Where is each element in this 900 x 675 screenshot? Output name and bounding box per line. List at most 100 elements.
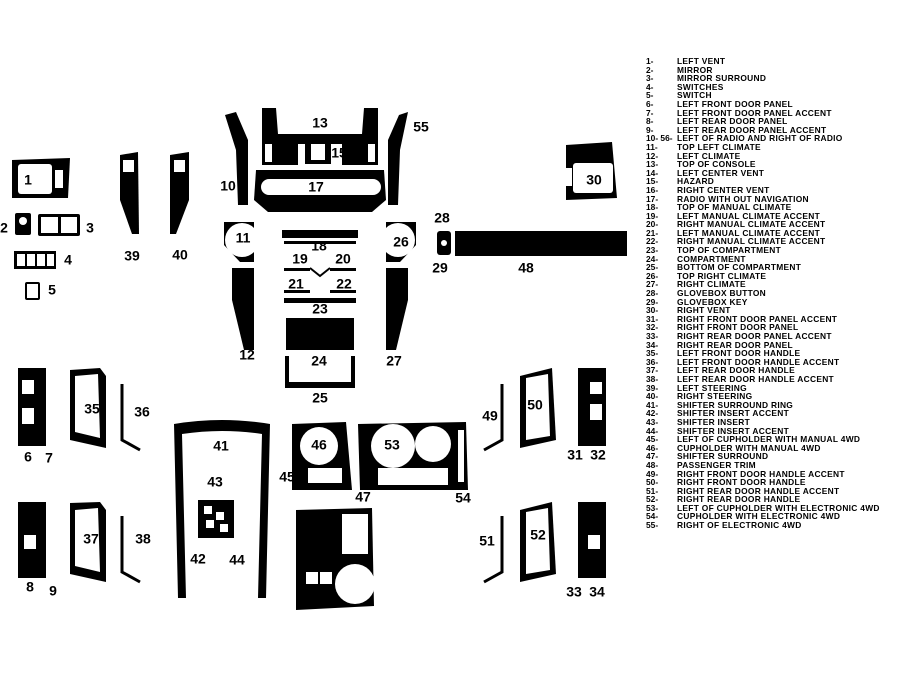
legend-item: 7-LEFT FRONT DOOR PANEL ACCENT — [646, 107, 900, 118]
legend-description: LEFT CENTER VENT — [677, 167, 765, 178]
legend-item: 25-BOTTOM OF COMPARTMENT — [646, 263, 900, 272]
legend-item: 49- RIGHT FRONT DOOR HANDLE ACCENT — [646, 468, 900, 479]
legend-number: 49- — [646, 468, 659, 479]
legend-number: 35- — [646, 348, 659, 359]
legend-number: 18- — [646, 202, 659, 213]
legend-description: GLOVEBOX KEY — [677, 296, 748, 307]
callout-35: 35 — [84, 401, 100, 417]
legend-item: 32-RIGHT FRONT DOOR PANEL — [646, 323, 900, 332]
legend-item: 18-TOP OF MANUAL CLIMATE — [646, 203, 900, 212]
legend-description: LEFT FRONT DOOR HANDLE ACCENT — [677, 356, 840, 367]
callout-14: 14 — [274, 144, 290, 160]
part-right-center-vent — [342, 141, 378, 165]
legend-description: RIGHT FRONT DOOR PANEL — [677, 322, 799, 333]
legend-number: 8- — [646, 116, 654, 127]
callout-8: 8 — [26, 579, 34, 595]
legend-item: 12-LEFT CLIMATE — [646, 150, 900, 161]
legend-number: 13- — [646, 159, 659, 170]
legend-number: 20- — [646, 219, 659, 230]
legend-description: LEFT REAR DOOR PANEL ACCENT — [677, 124, 827, 135]
legend-number: 16- — [646, 184, 659, 195]
part-left-front-door-handle-accent — [120, 384, 141, 452]
callout-16: 16 — [351, 144, 367, 160]
part-right-front-door-handle-accent — [483, 384, 504, 452]
legend-item: 55- RIGHT OF ELECTRONIC 4WD — [646, 521, 900, 530]
callout-2: 2 — [0, 220, 8, 236]
callout-6: 6 — [24, 449, 32, 465]
legend-description: LEFT OF CUPHOLDER WITH ELECTRONIC 4WD — [677, 502, 880, 513]
callout-40: 40 — [172, 247, 188, 263]
legend-description: MIRROR SURROUND — [677, 73, 767, 84]
legend-description: PASSENGER TRIM — [677, 459, 756, 470]
legend-number: 15- — [646, 176, 659, 187]
callout-28: 28 — [434, 210, 450, 226]
legend-number: 31- — [646, 313, 659, 324]
legend-item: 31-RIGHT FRONT DOOR PANEL ACCENT — [646, 315, 900, 324]
legend-description: RIGHT CLIMATE — [677, 279, 746, 290]
part-left-steering — [120, 152, 139, 234]
legend-number: 38- — [646, 373, 659, 384]
legend-number: 4- — [646, 81, 654, 92]
part-right-front-door-panel — [578, 368, 606, 446]
part-glovebox-button — [437, 231, 451, 255]
legend-description: RIGHT OF ELECTRONIC 4WD — [677, 520, 802, 531]
legend-number: 55- — [646, 520, 659, 531]
legend-description: HAZARD — [677, 176, 715, 187]
legend-number: 48- — [646, 459, 659, 470]
callout-55: 55 — [413, 119, 429, 135]
callout-34: 34 — [589, 584, 605, 600]
legend-description: RIGHT FRONT DOOR HANDLE — [677, 477, 806, 488]
legend-number: 41- — [646, 399, 659, 410]
legend-number: 40- — [646, 391, 659, 402]
legend-description: TOP RIGHT CLIMATE — [677, 270, 767, 281]
legend-item: 11-TOP LEFT CLIMATE — [646, 143, 900, 152]
legend-number: 29- — [646, 296, 659, 307]
legend-description: SHIFTER SURROUND — [677, 451, 769, 462]
legend-description: LEFT CLIMATE — [677, 150, 741, 161]
legend-number: 51- — [646, 485, 659, 496]
legend-description: GLOVEBOX BUTTON — [677, 288, 767, 299]
legend-item: 30-RIGHT VENT — [646, 306, 900, 315]
part-right-climate — [386, 268, 408, 350]
part-right-vent — [566, 142, 617, 200]
callout-54: 54 — [455, 490, 471, 506]
callout-15: 15 — [331, 145, 347, 161]
callout-52: 52 — [530, 527, 546, 543]
part-bottom-of-compartment — [285, 356, 355, 388]
legend-description: RADIO WITH OUT NAVIGATION — [677, 193, 809, 204]
legend-item: 1-LEFT VENT — [646, 57, 900, 66]
legend-item: 15- HAZARD — [646, 177, 900, 186]
legend-description: LEFT REAR DOOR HANDLE — [677, 365, 795, 376]
callout-9: 9 — [49, 583, 57, 599]
legend-item: 51-RIGHT REAR DOOR HANDLE ACCENT — [646, 485, 900, 496]
legend-description: LEFT FRONT DOOR PANEL ACCENT — [677, 107, 832, 118]
part-top-of-console — [262, 108, 378, 144]
legend-description: LEFT FRONT DOOR HANDLE — [677, 348, 801, 359]
legend-item: 3-MIRROR SURROUND — [646, 74, 900, 83]
part-hazard — [305, 140, 331, 164]
callout-47: 47 — [355, 489, 371, 505]
callout-18: 18 — [311, 238, 327, 254]
legend-item: 29- GLOVEBOX KEY — [646, 296, 900, 307]
legend-item: 50-RIGHT FRONT DOOR HANDLE — [646, 478, 900, 487]
callout-31: 31 — [567, 447, 583, 463]
part-top-of-compartment — [284, 298, 356, 303]
legend-number: 19- — [646, 210, 659, 221]
legend-number: 22- — [646, 236, 659, 247]
legend-description: LEFT MANUAL CLIMATE ACCENT — [677, 210, 821, 221]
legend-item: 19- LEFT MANUAL CLIMATE ACCENT — [646, 210, 900, 221]
part-passenger-trim — [455, 231, 627, 256]
legend-description: SHIFTER INSERT ACCENT — [677, 425, 790, 436]
legend-number: 47- — [646, 451, 659, 462]
callout-50: 50 — [527, 397, 543, 413]
part-shifter-insert — [198, 500, 234, 538]
part-switch — [25, 282, 40, 300]
legend-number: 11- — [646, 141, 658, 152]
legend-description: RIGHT REAR DOOR PANEL — [677, 339, 793, 350]
legend-description: RIGHT FRONT DOOR HANDLE ACCENT — [677, 468, 845, 479]
legend-number: 6- — [646, 98, 654, 109]
callout-13: 13 — [312, 115, 328, 131]
legend-item: 52-RIGHT REAR DOOR HANDLE — [646, 495, 900, 504]
callout-17: 17 — [308, 179, 324, 195]
